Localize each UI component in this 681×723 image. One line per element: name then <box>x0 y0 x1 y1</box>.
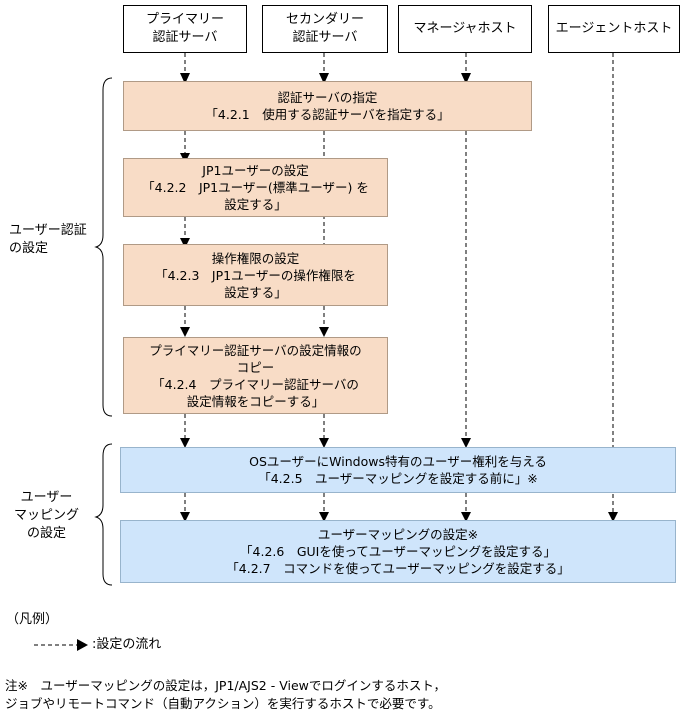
group-label-user-auth: ユーザー認証 の設定 <box>9 223 87 256</box>
arrowhead <box>319 327 329 337</box>
auth-group-brace <box>94 77 113 417</box>
host-agent: エージェントホスト <box>548 5 680 53</box>
step-set-operation-permission: 操作権限の設定 「4.2.3 JP1ユーザーの操作権限を 設定する」 <box>123 244 388 306</box>
host-manager: マネージャホスト <box>398 5 532 53</box>
arrowhead <box>319 73 329 84</box>
legend-flow-label: :設定の流れ <box>92 637 162 652</box>
arrowhead <box>461 438 471 448</box>
arrowhead <box>319 438 329 448</box>
group-label-user-mapping: ユーザー マッピング の設定 <box>14 490 80 541</box>
arrowhead <box>319 512 329 522</box>
arrowhead <box>180 438 190 448</box>
step-set-user-mapping: ユーザーマッピングの設定※ 「4.2.6 GUIを使ってユーザーマッピングを設定… <box>120 520 676 583</box>
legend-title: （凡例） <box>6 612 59 627</box>
host-primary-auth-server: プライマリー 認証サーバ <box>123 5 247 53</box>
arrowhead <box>180 512 190 522</box>
step-copy-primary-settings: プライマリー認証サーバの設定情報の コピー 「4.2.4 プライマリー認証サーバ… <box>123 337 388 414</box>
step-specify-auth-server: 認証サーバの指定 「4.2.1 使用する認証サーバを指定する」 <box>123 81 532 131</box>
step-set-jp1-user: JP1ユーザーの設定 「4.2.2 JP1ユーザー(標準ユーザー) を 設定する… <box>123 158 388 217</box>
legend-arrowhead <box>77 639 88 651</box>
arrowhead <box>608 512 618 522</box>
step-grant-windows-rights: OSユーザーにWindows特有のユーザー権利を与える 「4.2.5 ユーザーマ… <box>120 447 676 493</box>
mapping-group-brace <box>94 443 113 586</box>
arrowhead <box>180 73 190 84</box>
arrowhead <box>180 327 190 337</box>
host-secondary-auth-server: セカンダリー 認証サーバ <box>262 5 388 53</box>
arrowhead <box>461 512 471 522</box>
arrowhead <box>180 238 190 248</box>
footnote: 注※ ユーザーマッピングの設定は，JP1/AJS2 - Viewでログインするホ… <box>5 678 446 711</box>
arrowhead <box>461 73 471 84</box>
